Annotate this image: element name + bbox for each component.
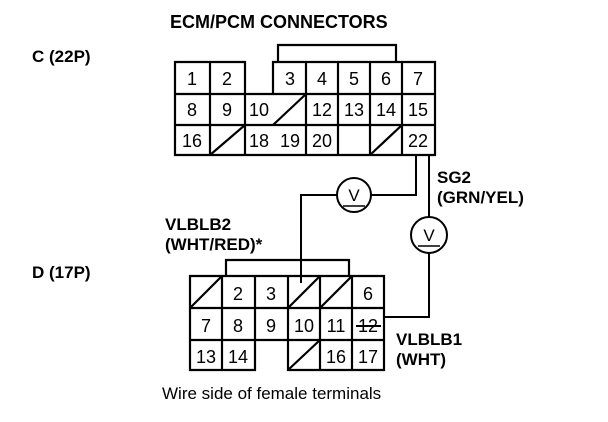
- voltmeter-1-symbol: V: [348, 186, 360, 205]
- vlblb1-name: VLBLB1: [396, 330, 462, 349]
- c-pin-19: 19: [280, 131, 300, 151]
- voltmeter-1-circle: [336, 177, 372, 213]
- d-pin-8: 8: [233, 316, 243, 336]
- c-pin-16: 16: [182, 131, 202, 151]
- caption: Wire side of female terminals: [162, 384, 381, 403]
- c-pin-12: 12: [312, 100, 332, 120]
- c-pin-14: 14: [376, 100, 396, 120]
- diagram-title: ECM/PCM CONNECTORS: [170, 12, 388, 32]
- connector-c-label: C (22P): [32, 47, 91, 66]
- connector-d-label: D (17P): [32, 263, 91, 282]
- wire-c22-to-meter-1: [371, 155, 417, 196]
- c-pin-8: 8: [187, 100, 197, 120]
- wire-meter-1-to-d10: [300, 194, 337, 283]
- vlblb1-color: (WHT): [396, 350, 446, 369]
- voltmeter-2: V: [410, 216, 448, 254]
- connector-d-pins: 2 3 6 7 8 9 10 11 12 13 14 16 17: [196, 284, 378, 367]
- sg2-name: SG2: [437, 168, 471, 187]
- c-pin-13: 13: [344, 100, 364, 120]
- c-pin-1: 1: [187, 69, 197, 89]
- c-pin-18: 18: [249, 131, 269, 151]
- d-pin-17: 17: [358, 347, 378, 367]
- c-pin-15: 15: [408, 100, 428, 120]
- d-pin-13: 13: [196, 347, 216, 367]
- connector-c-pins: 1 2 3 4 5 6 7 8 9 10 12 13 14 15 16 18 1…: [182, 69, 428, 151]
- wire-meter-2-to-d12: [384, 253, 430, 318]
- vlblb2-name: VLBLB2: [165, 215, 231, 234]
- d-pin-10: 10: [294, 316, 314, 336]
- c-pin-4: 4: [317, 69, 327, 89]
- voltmeter-2-symbol: V: [423, 226, 435, 245]
- vlblb2-color: (WHT/RED)*: [165, 235, 263, 254]
- c-pin-22: 22: [408, 131, 428, 151]
- d-pin-16: 16: [326, 347, 346, 367]
- d-pin-2: 2: [233, 284, 243, 304]
- voltmeter-2-circle: [410, 216, 448, 254]
- sg2-color: (GRN/YEL): [437, 188, 524, 207]
- d-pin-11: 11: [327, 316, 346, 336]
- voltmeter-1: V: [336, 177, 372, 213]
- c-pin-2: 2: [222, 69, 232, 89]
- wiring: [300, 155, 430, 318]
- c-pin-10: 10: [249, 100, 269, 120]
- d-pin-7: 7: [201, 316, 211, 336]
- connector-c: [173, 43, 437, 157]
- c-pin-9: 9: [222, 100, 232, 120]
- c-pin-20: 20: [312, 131, 332, 151]
- d-pin-6: 6: [363, 284, 373, 304]
- d-pin-9: 9: [266, 316, 276, 336]
- c-pin-6: 6: [381, 69, 391, 89]
- d-pin-14: 14: [228, 347, 248, 367]
- c-pin-3: 3: [285, 69, 295, 89]
- c-pin-5: 5: [349, 69, 359, 89]
- connector-d: [188, 258, 386, 372]
- c-pin-7: 7: [413, 69, 423, 89]
- d-pin-3: 3: [266, 284, 276, 304]
